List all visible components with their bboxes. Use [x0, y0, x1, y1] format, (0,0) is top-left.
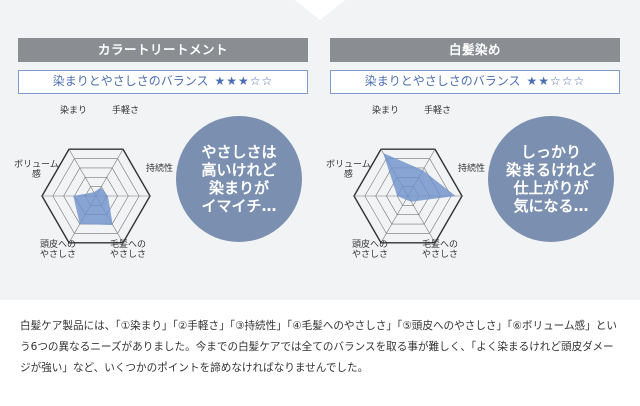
radar-label-ease: 手軽さ — [424, 106, 452, 116]
radar-svg — [353, 148, 463, 244]
radar-label-hair: 毛髪への やさしさ — [110, 240, 147, 260]
rating-stars: ★★★☆☆ — [214, 74, 274, 88]
radar-label-volume: ボリューム 感 — [326, 160, 371, 180]
panel-color-treatment: カラートリートメント 染まりとやさしさのバランス ★★★☆☆ 染まり 手軽さ 持続… — [14, 38, 308, 290]
radar-label-durability: 持続性 — [146, 164, 174, 174]
radar-label-durability: 持続性 — [458, 164, 486, 174]
radar-value-shape — [383, 152, 456, 202]
balance-rating: 染まりとやさしさのバランス ★★☆☆☆ — [330, 70, 620, 94]
radar-axis — [68, 149, 97, 197]
radar-label-dye: 染まり — [372, 106, 400, 116]
radar-svg — [41, 148, 151, 244]
radar-chart: 染まり 手軽さ 持続性 毛髪への やさしさ 頭皮への やさしさ ボリューム 感 — [326, 104, 490, 290]
radar-label-ease: 手軽さ — [112, 106, 140, 116]
description-text: 白髪ケア製品には、「①染まり」「②手軽さ」「③持続性」「④毛髪へのやさしさ」「⑤… — [20, 320, 617, 374]
rating-stars: ★★☆☆☆ — [526, 74, 586, 88]
rating-label: 染まりとやさしさのバランス — [364, 74, 521, 88]
rating-label: 染まりとやさしさのバランス — [52, 74, 209, 88]
radar-axis — [380, 195, 409, 243]
radar-label-scalp: 頭皮への やさしさ — [40, 240, 77, 260]
radar-label-hair: 毛髪への やさしさ — [422, 240, 459, 260]
comment-bubble: やさしさは 高いけれど 染まりが イマイチ… — [176, 116, 302, 242]
radar-axis — [407, 195, 436, 243]
radar-value-shape — [73, 187, 113, 225]
panel-hair-dye: 白髪染め 染まりとやさしさのバランス ★★☆☆☆ 染まり 手軽さ 持続性 毛髪への… — [326, 38, 620, 290]
radar-label-scalp: 頭皮への やさしさ — [352, 240, 389, 260]
comment-bubble: しっかり 染まるけれど 仕上がりが 気になる… — [488, 116, 614, 242]
top-notch — [0, 0, 640, 22]
radar-chart: 染まり 手軽さ 持続性 毛髪への やさしさ 頭皮への やさしさ ボリューム 感 — [14, 104, 178, 290]
panel-title: カラートリートメント — [18, 38, 308, 62]
panel-title: 白髪染め — [330, 38, 620, 62]
radar-label-volume: ボリューム 感 — [14, 160, 59, 180]
balance-rating: 染まりとやさしさのバランス ★★★☆☆ — [18, 70, 308, 94]
radar-label-dye: 染まり — [60, 106, 88, 116]
